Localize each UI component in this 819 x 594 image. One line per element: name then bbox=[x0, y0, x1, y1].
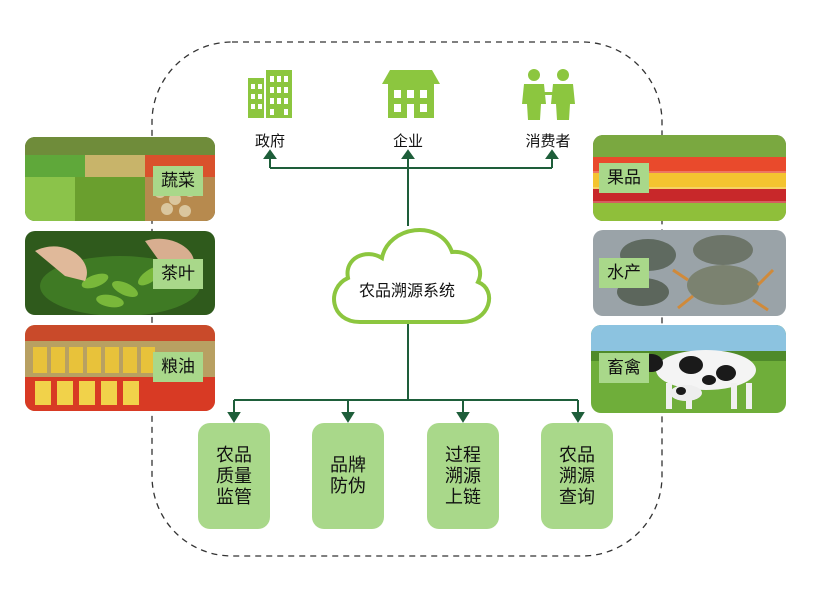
function-process-trace-onchain: 过程溯源上链 bbox=[427, 423, 499, 529]
enterprise-house-icon bbox=[382, 70, 440, 118]
function-trace-query-label: 农品溯源查询 bbox=[559, 444, 595, 508]
stakeholder-government-label: 政府 bbox=[254, 132, 285, 150]
system-name-label: 农品溯源系统 bbox=[358, 281, 455, 300]
stakeholder-consumer-label: 消费者 bbox=[525, 132, 571, 150]
government-building-icon bbox=[248, 70, 292, 118]
function-brand-anti-counterfeit-label: 品牌防伪 bbox=[330, 455, 366, 497]
function-brand-anti-counterfeit: 品牌防伪 bbox=[312, 423, 384, 529]
function-process-trace-onchain-label: 过程溯源上链 bbox=[445, 444, 481, 508]
grain-oil-tag: 粮油 bbox=[153, 352, 203, 382]
function-quality-supervision: 农品质量监管 bbox=[198, 423, 270, 529]
top-connectors bbox=[263, 149, 559, 226]
function-trace-query: 农品溯源查询 bbox=[541, 423, 613, 529]
aquatic-tag: 水产 bbox=[599, 258, 649, 288]
livestock-tag: 畜禽 bbox=[599, 353, 649, 383]
stakeholder-enterprise-label: 企业 bbox=[392, 132, 423, 150]
cloud-icon bbox=[332, 228, 492, 324]
bottom-connectors bbox=[227, 322, 585, 423]
tea-tag: 茶叶 bbox=[153, 259, 203, 289]
fruits-tag: 果品 bbox=[599, 163, 649, 193]
function-quality-supervision-label: 农品质量监管 bbox=[216, 444, 252, 508]
consumers-people-icon bbox=[522, 69, 575, 120]
vegetables-tag: 蔬菜 bbox=[153, 166, 203, 196]
